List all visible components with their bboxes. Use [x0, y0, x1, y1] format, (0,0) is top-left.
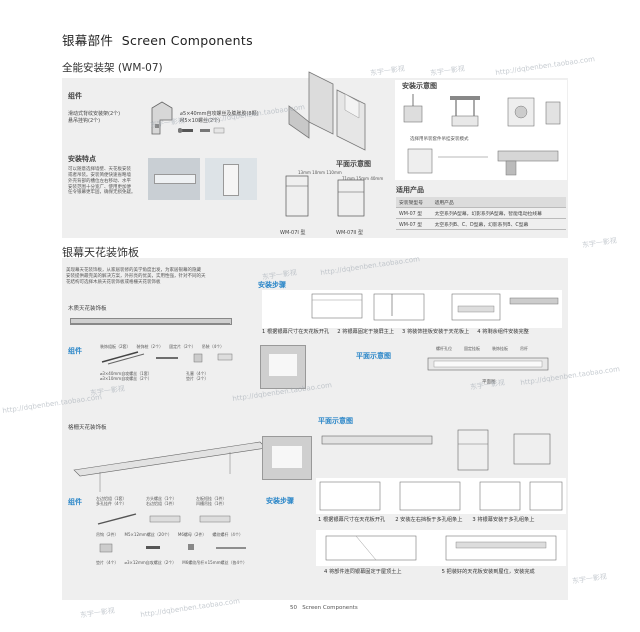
- product1-title: 全能安装架 (WM-07): [62, 62, 163, 74]
- wood-board-illustration: [70, 318, 232, 325]
- grille-plan-label: 平面示意图: [318, 417, 353, 425]
- grille-parts-illustration: [97, 513, 231, 525]
- dim-b: 71mm 15mm 40mm: [342, 176, 384, 181]
- feature-photo-2: [205, 158, 257, 200]
- table-row: WM-07 型太空系列B、C、D型幕，幻影系列B、C型幕: [396, 218, 566, 230]
- bracket-illustration: [151, 101, 173, 135]
- product1-parts: 滑动式背纹安装架(2个)悬吊挂钩(2个): [68, 111, 121, 124]
- watermark: 东宇一影视: [429, 64, 466, 78]
- watermark: 东宇一影视: [581, 236, 618, 250]
- wood-install-label: 安装步骤: [258, 281, 286, 289]
- wood-plan-drawing: [427, 357, 549, 371]
- product1-plan-drawing: [285, 175, 365, 217]
- applicable-table: 安装架型号适用产品 WM-07 型太空系列A型幕，幻影系列A型幕，智能电动拉线幕…: [396, 197, 566, 230]
- wood-screws-a: ⌀3×40mm自攻螺丝（1套）⌀3×10mm自攻螺丝（2个）: [100, 371, 152, 382]
- grille-install-label: 安装步骤: [266, 497, 294, 505]
- watermark: http://dqbenben.taobao.com: [494, 55, 596, 77]
- grille-parts-e: 垫片（4个）⌀3×12mm自攻螺丝（2个） M6螺纹吊杆×15mm螺丝（各4个）: [96, 560, 248, 565]
- grille-plan-drawing: [321, 429, 551, 471]
- grille-room-photo: [262, 436, 312, 480]
- product1-plan-label: 平面示意图: [336, 160, 371, 168]
- grille-components-label: 组件: [68, 498, 82, 506]
- bracket-3d-illustration: [288, 71, 366, 151]
- dim-a: 13mm 10mm 110mm: [298, 170, 342, 175]
- install-diagram-label: 安装示意图: [402, 82, 437, 90]
- page-footer: 50 Screen Components: [290, 605, 358, 611]
- watermark: 东宇一影视: [571, 572, 608, 586]
- install-option-text: 选择用吊装套件吊挂安装模式: [410, 137, 469, 142]
- wood-parts-illustration: [101, 351, 233, 365]
- grille-parts-a: 左边铝组（1套）多孔挂件（4个）: [96, 496, 127, 507]
- wood-components-label: 组件: [68, 347, 82, 355]
- grille-parts-b: 方头螺丝（1个）右边铝组（1件）: [146, 496, 177, 507]
- watermark: http://dqbenben.taobao.com: [139, 597, 241, 619]
- room-screen-photo: [260, 345, 306, 389]
- wood-screws-b: 孔塞（4个）垫片（2个）: [186, 371, 209, 382]
- model-b-label: WM-07II 型: [336, 230, 363, 236]
- wood-label: 木质天花装饰板: [68, 306, 107, 312]
- product2-title: 银幕天花装饰板: [62, 246, 139, 259]
- applicable-label: 适用产品: [396, 186, 424, 194]
- product1-components-label: 组件: [68, 92, 82, 100]
- wood-steps-illustration: [262, 290, 562, 328]
- grille-label: 格栅天花装饰板: [68, 425, 107, 431]
- install-diagram-bottom: [407, 148, 559, 176]
- grille-illustration: [73, 441, 267, 492]
- grille-steps-top: 1 根据银幕尺寸在天花板开孔 2 安装左右挡板于多孔组条上 3 将银幕安装于多孔…: [318, 517, 535, 523]
- grille-steps-illustration-bottom: [316, 530, 566, 566]
- table-row: WM-07 型太空系列A型幕，幻影系列A型幕，智能电动拉线幕: [396, 207, 566, 219]
- install-diagram-top: [403, 94, 561, 127]
- wood-parts: 装饰组板（2套）装饰桩（2个） 固定片（2个）吊装（4个）: [100, 344, 225, 349]
- feature-photo-1: [148, 158, 200, 200]
- product1-screws: ⌀5×40mm自攻螺丝及膨胀胶(8颗)M5×10螺丝(2个): [180, 111, 259, 124]
- model-a-label: WM-07I 型: [280, 230, 306, 236]
- plan-callouts: 螺杆孔位固定挂板 装饰挂板吊杆: [436, 346, 528, 351]
- screws-illustration: [178, 127, 225, 134]
- watermark: 东宇一影视: [79, 606, 116, 620]
- grille-steps-illustration-top: [316, 478, 566, 514]
- product1-features-label: 安装特点: [68, 155, 96, 163]
- product2-intro: 美现幕天花装饰板，从家居装修的美学角度出发，为家居银幕的隐藏安装提供最完美的解决…: [66, 268, 206, 285]
- product1-features-text: 可以随意选择墙壁、天花板安装或者吊装。安装简便快速省略墙 外壳背部的槽位左右移动…: [68, 167, 136, 196]
- grille-steps-bottom: 4 将部件连同银幕固定于屋顶土上 5 把装好的天花板安装到屋位，安装完成: [324, 569, 535, 575]
- wood-plan-label: 平面示意图: [356, 352, 391, 360]
- grille-hardware-illustration: [99, 543, 246, 553]
- grille-parts-c: 左板短挂（1件）凹槽吊挂（1件）: [196, 496, 227, 507]
- plan-caption: 平面图: [482, 380, 496, 385]
- page-title: 银幕部件 Screen Components: [62, 33, 253, 48]
- grille-parts-d: 吊钩（2件）M5×12mm螺丝（20个） M6螺母（2件）螺纹螺杆（4个）: [96, 532, 243, 537]
- wood-steps: 1 根据银幕尺寸在天花板开孔 2 将银幕固定于接屏主上 3 将装饰挂板安装于天花…: [262, 329, 529, 335]
